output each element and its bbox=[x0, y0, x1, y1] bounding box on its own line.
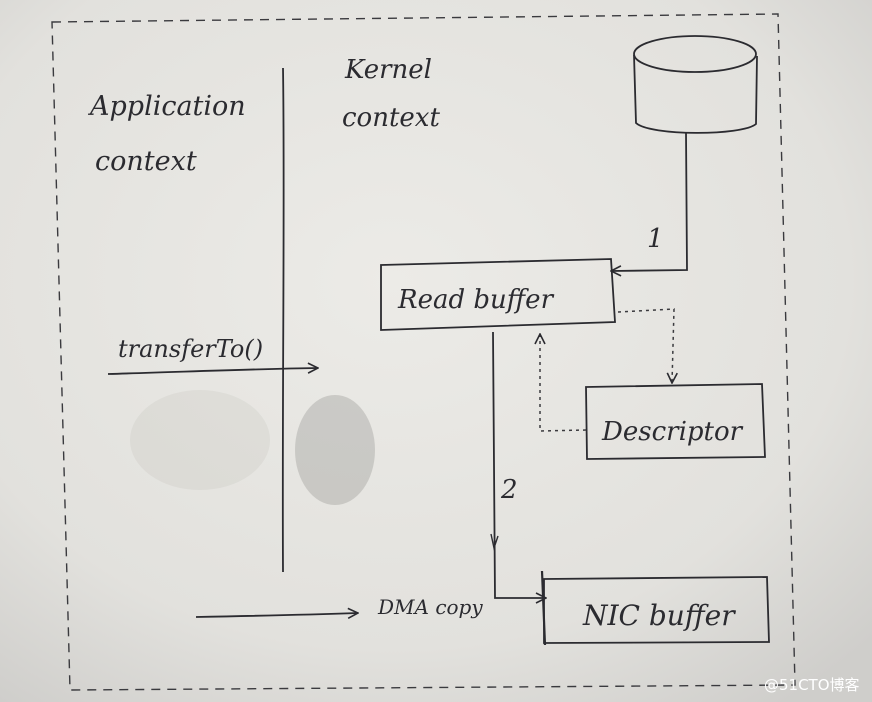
descriptor-label: Descriptor bbox=[601, 417, 744, 447]
step-1-arrow bbox=[611, 131, 688, 271]
read-buffer-label: Read buffer bbox=[397, 285, 555, 315]
step-2-tick bbox=[490, 533, 499, 551]
read-buffer-box bbox=[380, 258, 616, 331]
nic-buffer-label: NIC buffer bbox=[582, 599, 736, 632]
application-context-label-line2: context bbox=[95, 146, 197, 177]
nic-buffer-box-left-edge bbox=[540, 570, 547, 646]
dma-copy-arrow bbox=[195, 613, 358, 617]
dma-copy-label: DMA copy bbox=[377, 595, 483, 619]
disk-cylinder-icon bbox=[633, 35, 758, 134]
step-2-arrow bbox=[492, 331, 546, 598]
descriptor-box bbox=[585, 383, 766, 460]
application-context-label-line1: Application bbox=[87, 91, 246, 122]
dotted-arrow-to-descriptor bbox=[617, 308, 674, 383]
kernel-context-label-line1: Kernel bbox=[344, 55, 432, 85]
pencil-smudge-faint bbox=[130, 390, 270, 490]
step-2-label: 2 bbox=[500, 475, 518, 505]
context-divider-line bbox=[281, 67, 285, 573]
transfer-call-label: transferTo() bbox=[118, 335, 263, 363]
transfer-call-arrow bbox=[107, 368, 318, 375]
dotted-arrow-to-read-buffer bbox=[540, 334, 587, 432]
watermark-text: @51CTO博客 bbox=[764, 676, 860, 694]
step-1-label: 1 bbox=[647, 224, 664, 254]
pencil-smudge bbox=[295, 395, 375, 505]
outer-dashed-frame bbox=[51, 13, 796, 691]
kernel-context-label-line2: context bbox=[342, 103, 440, 133]
